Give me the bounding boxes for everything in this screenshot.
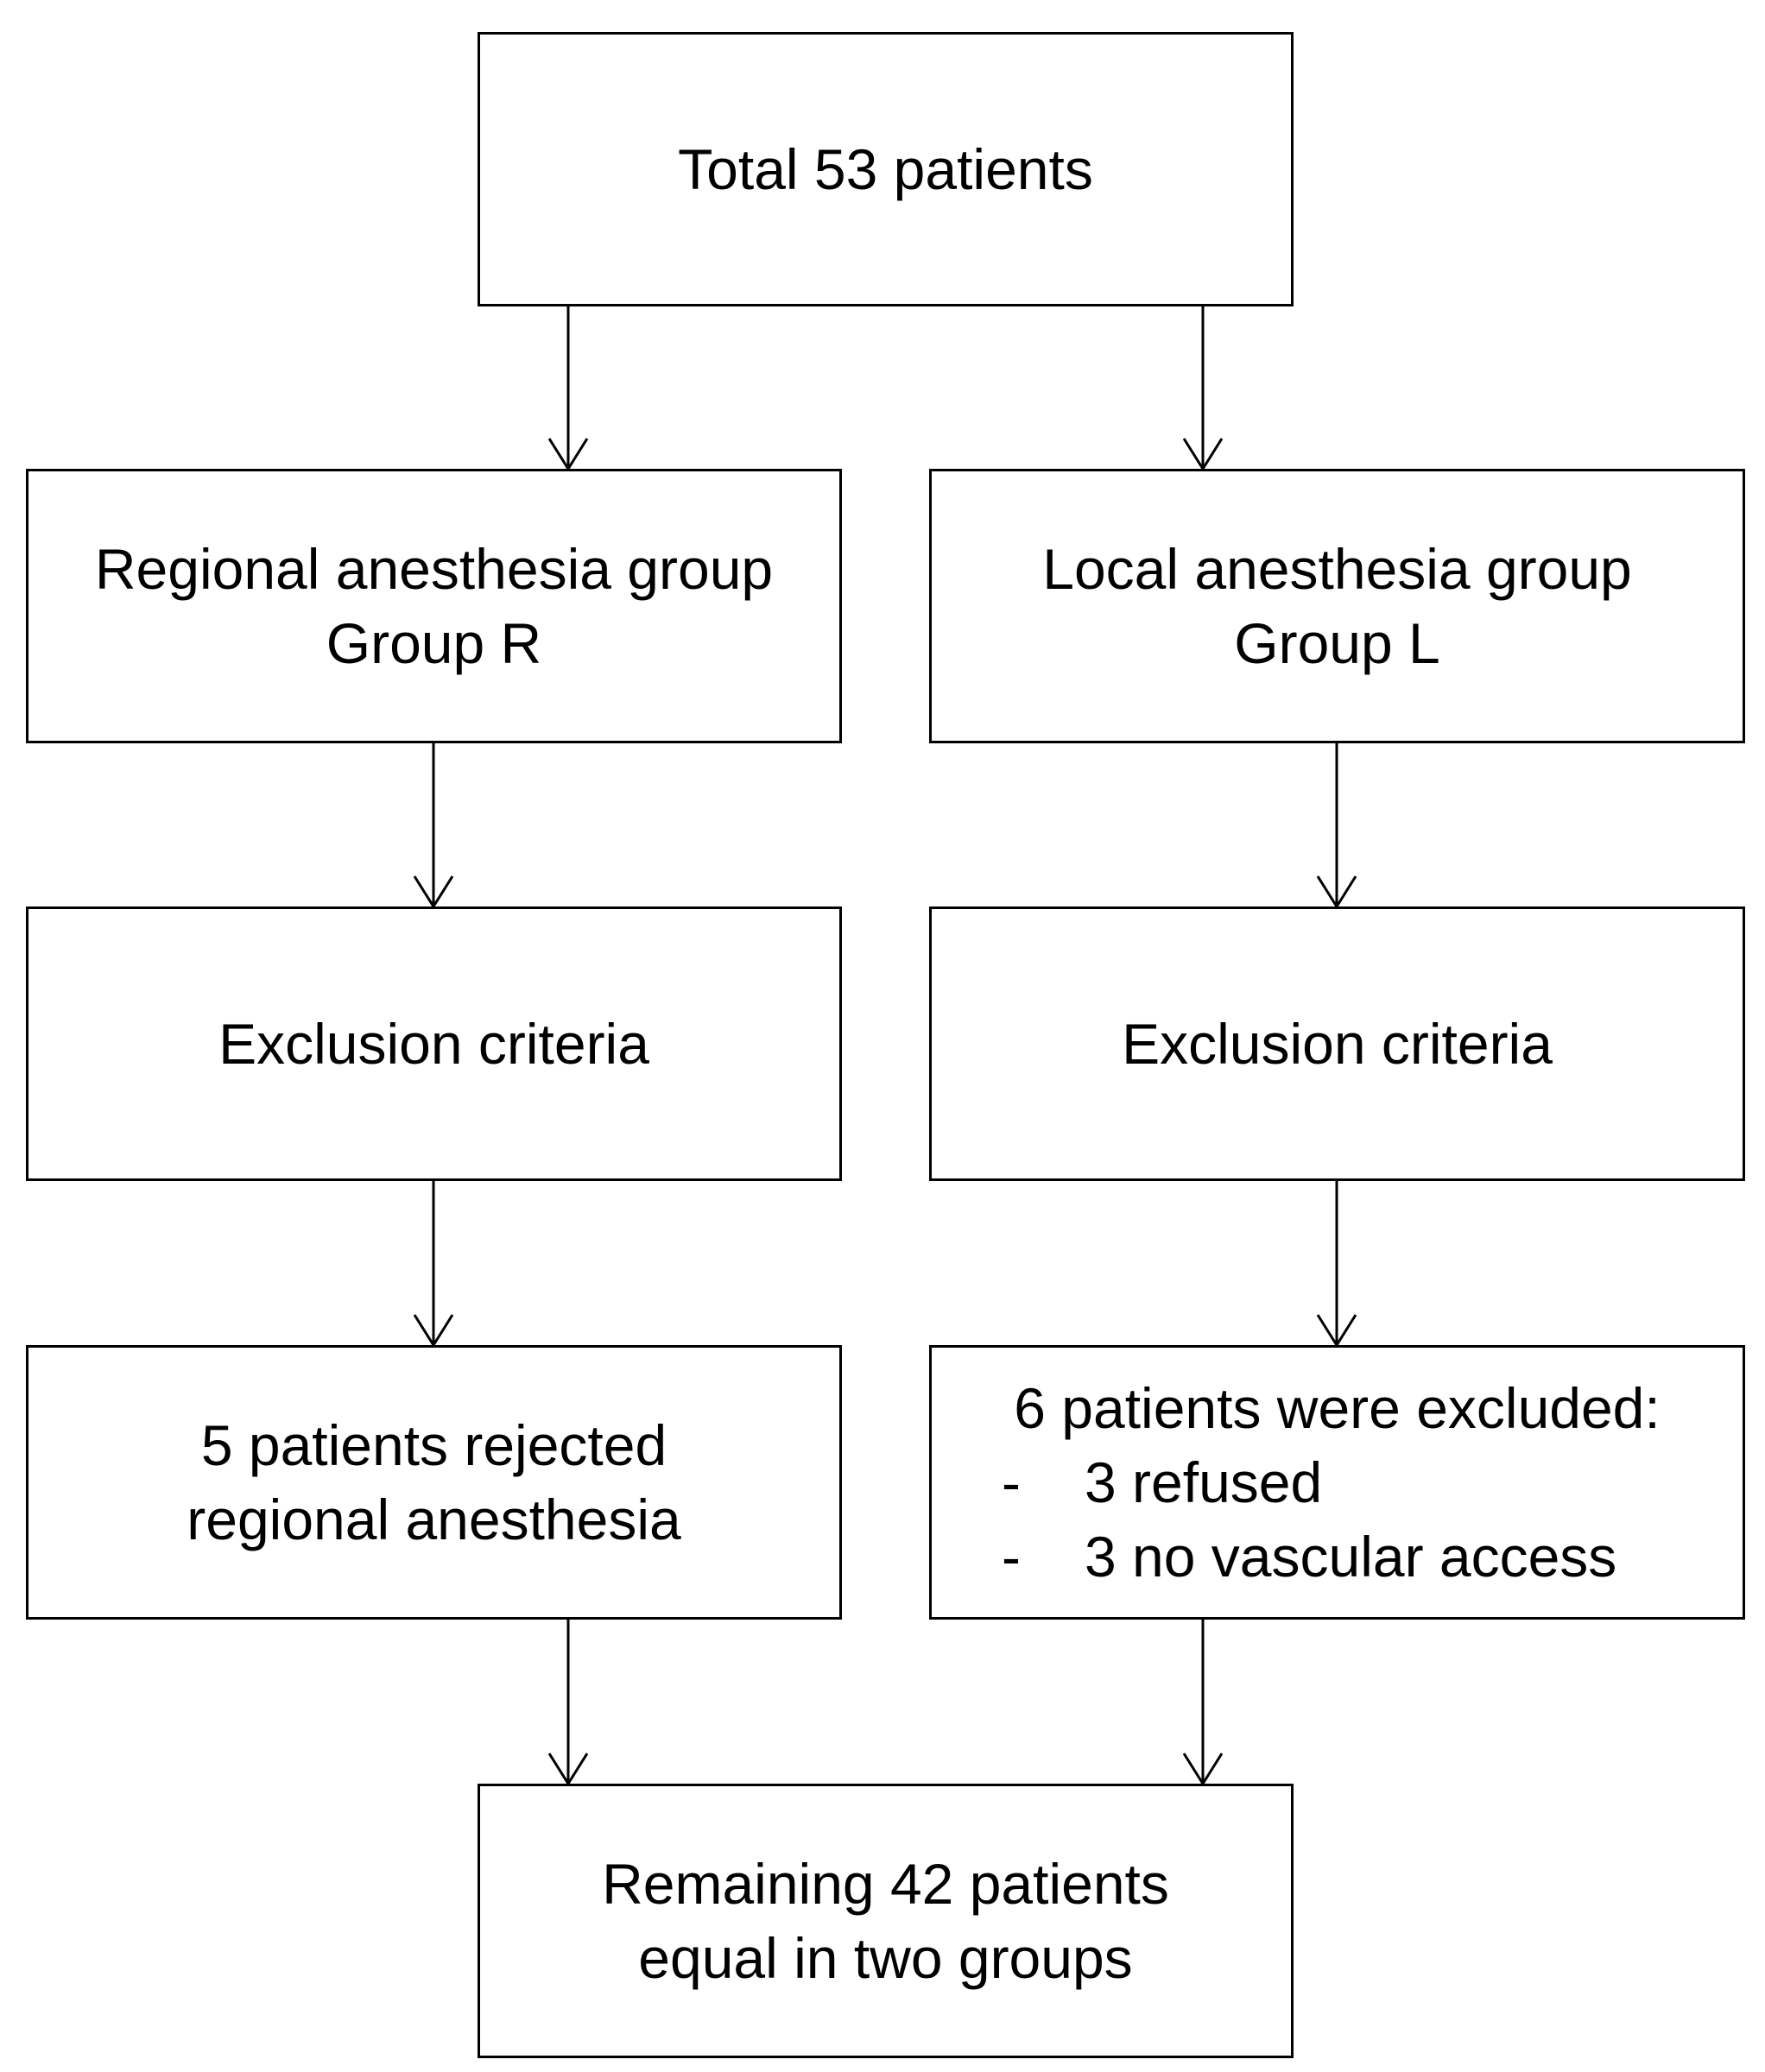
excluded-reason-item: - 3 no vascular access (932, 1519, 1743, 1594)
regional-group-title: Regional anesthesia group (94, 537, 774, 601)
excluded-local-heading: 6 patients were excluded: (1014, 1376, 1661, 1440)
bullet-dash: - (1002, 1450, 1021, 1514)
exclusion-criteria-r-text: Exclusion criteria (218, 1012, 649, 1076)
local-group-label: Group L (1234, 611, 1440, 675)
regional-anesthesia-group-box: Regional anesthesia group Group R (26, 469, 842, 743)
excluded-local-box: 6 patients were excluded: - 3 refused - … (929, 1345, 1745, 1620)
exclusion-criteria-r-box: Exclusion criteria (26, 906, 842, 1181)
exclusion-criteria-l-box: Exclusion criteria (929, 906, 1745, 1181)
excluded-reason-text: 3 no vascular access (1085, 1525, 1617, 1589)
remaining-patients-line2: equal in two groups (638, 1926, 1133, 1990)
rejected-regional-box: 5 patients rejected regional anesthesia (26, 1345, 842, 1620)
remaining-patients-box: Remaining 42 patients equal in two group… (478, 1784, 1294, 2058)
excluded-reason-text: 3 refused (1085, 1450, 1323, 1514)
exclusion-criteria-l-text: Exclusion criteria (1122, 1012, 1553, 1076)
excluded-reason-item: - 3 refused (932, 1445, 1743, 1519)
regional-group-label: Group R (326, 611, 542, 675)
remaining-patients-line1: Remaining 42 patients (602, 1852, 1169, 1916)
total-patients-text: Total 53 patients (678, 137, 1093, 201)
rejected-regional-line1: 5 patients rejected (200, 1413, 667, 1477)
local-anesthesia-group-box: Local anesthesia group Group L (929, 469, 1745, 743)
rejected-regional-line2: regional anesthesia (187, 1488, 681, 1551)
local-group-title: Local anesthesia group (1042, 537, 1632, 601)
total-patients-box: Total 53 patients (478, 32, 1294, 306)
bullet-dash: - (1002, 1525, 1021, 1589)
